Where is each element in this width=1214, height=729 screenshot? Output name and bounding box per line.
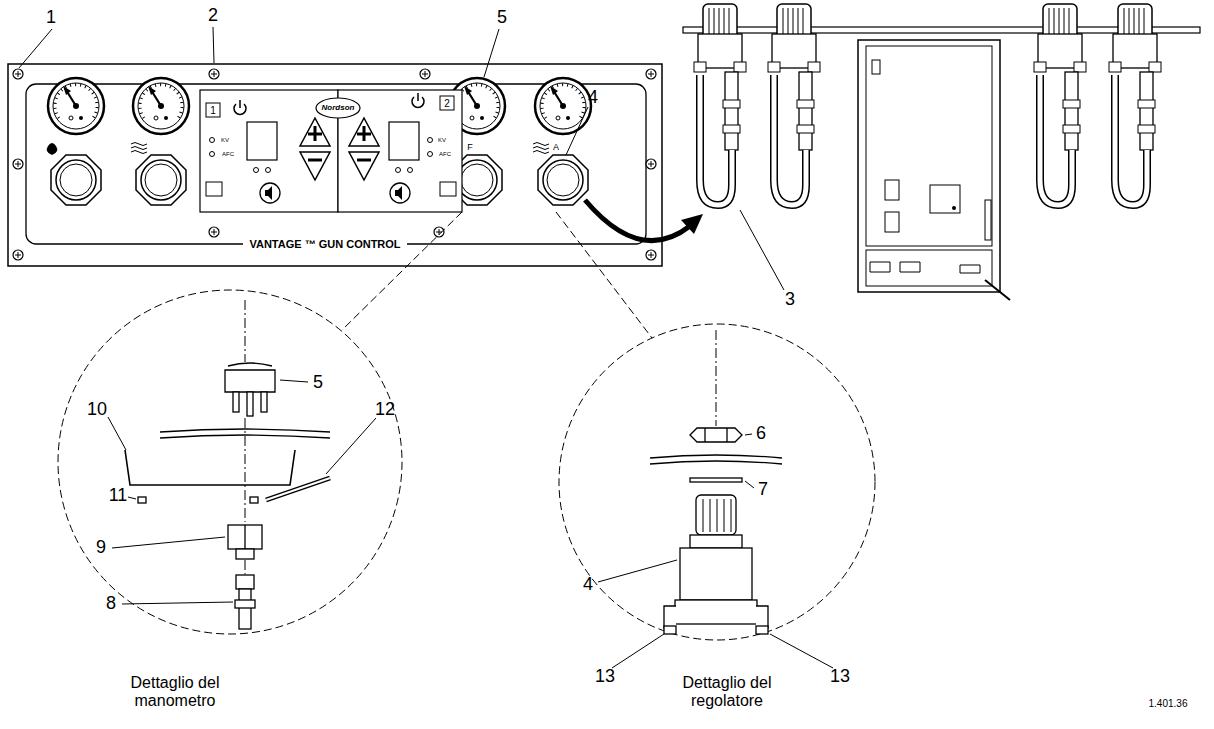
callout-number: 8 <box>106 594 116 614</box>
detail-caption: Dettaglio del regolatore <box>662 674 792 709</box>
callout-number: 7 <box>758 480 768 500</box>
led-label: KV <box>221 137 229 144</box>
callout-number: 5 <box>313 373 323 393</box>
led-label: KV <box>438 137 446 144</box>
callout-number: 4 <box>583 575 593 595</box>
callout-number: 4 <box>588 88 598 108</box>
callout-number: 2 <box>208 6 218 26</box>
callout-number: 13 <box>595 667 615 687</box>
callout-number: 9 <box>96 538 106 558</box>
panel-title: VANTAGE ™ GUN CONTROL <box>243 238 406 250</box>
gauge-letter: A <box>553 143 559 153</box>
led-label: AFC <box>222 151 234 158</box>
callout-number: 11 <box>109 486 128 506</box>
brand-logo: Nordson <box>322 104 355 113</box>
detail-caption: Dettaglio del manometro <box>110 674 240 709</box>
gauge-letter: F <box>467 143 473 153</box>
callout-number: 12 <box>375 400 395 420</box>
callout-number: 10 <box>87 400 107 420</box>
drawing-number: 1.401.36 <box>1149 698 1188 709</box>
callout-number: 6 <box>756 424 766 444</box>
module-number: 1 <box>210 105 216 116</box>
callout-number: 13 <box>830 667 850 687</box>
callout-number: 5 <box>497 8 507 28</box>
module-number: 2 <box>444 98 450 109</box>
callout-number: 3 <box>785 290 795 310</box>
callout-number: 1 <box>46 8 56 28</box>
led-label: AFC <box>439 151 451 158</box>
